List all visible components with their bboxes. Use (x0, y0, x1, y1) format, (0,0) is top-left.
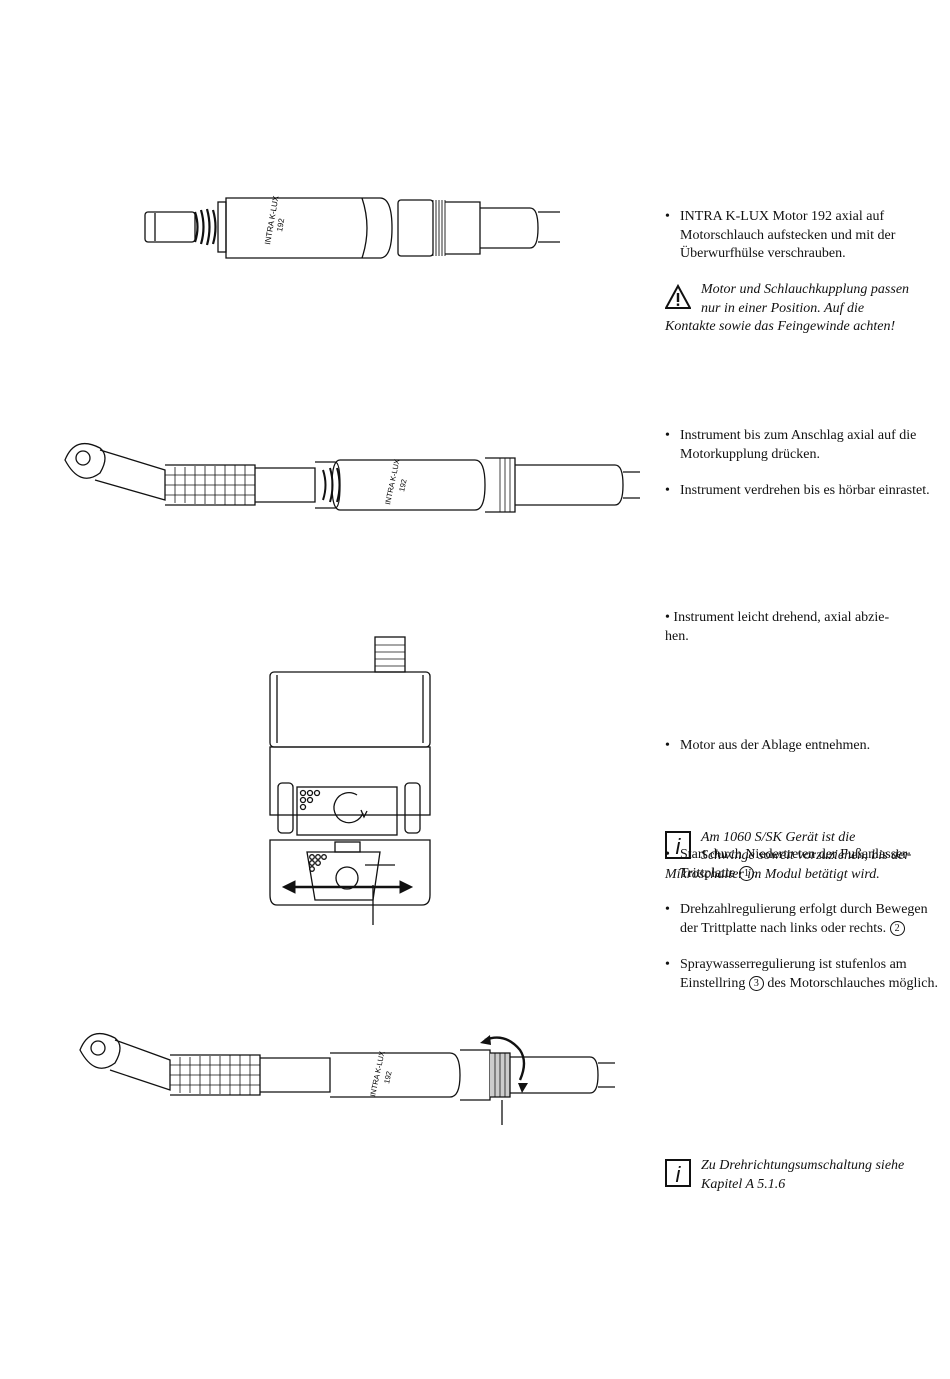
step-4: • Motor aus der Ablage entnehmen. (665, 737, 945, 756)
assembled-instrument-illustration: INTRA K-LUX 192 (79, 1032, 615, 1125)
bullet-marker: • (665, 847, 670, 862)
instruction-text-column: • INTRA K-LUX Motor 192 axial auf Motors… (665, 0, 950, 1192)
bullet-marker: • (665, 483, 670, 498)
info-icon: i (665, 830, 691, 859)
warning-icon (665, 283, 691, 309)
step-1: • INTRA K-LUX Motor 192 axial auf Motors… (665, 208, 945, 264)
info-note-2: i Zu Drehrichtungsumschaltung siehe Kapi… (665, 1157, 945, 1194)
bullet-marker: • (665, 610, 670, 625)
marker-2: 2 (889, 920, 905, 936)
bullet-text: Instrument verdrehen bis es hörbar einra… (680, 483, 930, 498)
bullet-marker: • (665, 902, 670, 917)
motor-label-model: 192 (275, 217, 286, 232)
note-line-1: Am 1060 S/SK Gerät ist die (701, 829, 856, 845)
note-line-3: Mikroschalter im Modul betätigt wird. (665, 866, 880, 882)
note-line-1: Motor und Schlauchkupplung passen (701, 282, 910, 297)
bullet-marker: • (665, 428, 670, 443)
bullet-text: Motor aus der Ablage entnehmen. (680, 738, 871, 753)
bullet-text: INTRA K-LUX Motor 192 axial auf Motorsch… (680, 209, 896, 261)
list-item: • Drehzahlregulierung erfolgt durch Bewe… (665, 901, 945, 938)
bullet-text: Start durch Niedertreten der Fußanlasser… (680, 847, 912, 881)
list-item: • Motor aus der Ablage entnehmen. (665, 737, 945, 756)
bullet-suffix: . (754, 865, 758, 881)
step-2: • Instrument bis zum Anschlag axial auf … (665, 427, 945, 501)
motor-label-model-2: 192 (397, 478, 408, 492)
marker-1: 1 (739, 865, 754, 881)
svg-text:i: i (676, 1162, 682, 1187)
bullet-marker: • (665, 209, 670, 224)
bullet-text-continued: hen. (665, 628, 689, 644)
control-module-illustration (269, 636, 431, 925)
note-line-2: nur in einer Position. Auf die (701, 300, 865, 316)
bullet-text: Drehzahlregulierung erfolgt durch Bewege… (680, 902, 928, 936)
svg-text:i: i (676, 834, 682, 859)
bullet-text-continued: des Motorschlauches möglich. (767, 975, 939, 991)
note-line-1: Zu Drehrichtungsumschaltung siehe (701, 1158, 905, 1173)
marker-3: 3 (748, 975, 764, 991)
step-3: • Instrument leicht drehend, axial abzie… (665, 609, 945, 646)
warning-note: Motor und Schlauchkupplung passen nur in… (665, 281, 945, 337)
list-item: • Start durch Niedertreten der Fußanlass… (665, 846, 945, 883)
note-line-2: Kapitel A 5.1.6 (701, 1176, 786, 1192)
info-note: i Am 1060 S/SK Gerät ist die Schwinge so… (665, 829, 945, 885)
bullet-text: Instrument bis zum Anschlag axial auf di… (680, 428, 917, 462)
note-line-3: Kontakte sowie das Feingewinde achten! (665, 319, 896, 334)
info-icon: i (665, 1159, 691, 1187)
list-item: • Instrument bis zum Anschlag axial auf … (665, 427, 945, 464)
list-item: • Instrument verdrehen bis es hörbar ein… (665, 482, 945, 501)
bullet-text: Spraywasserregulierung ist stufenlos am … (680, 957, 907, 991)
bullet-marker: • (665, 957, 670, 972)
bullet-marker: • (665, 738, 670, 753)
note-line-2: Schwinge soweit vorzuziehen, bis der (701, 848, 910, 863)
list-item: • Spraywasserregulierung ist stufenlos a… (665, 956, 945, 993)
list-item: • INTRA K-LUX Motor 192 axial auf Motors… (665, 208, 945, 264)
step-5: • Start durch Niedertreten der Fußanlass… (665, 846, 945, 993)
bullet-text: Instrument leicht drehend, axial abzie- (673, 610, 890, 625)
motor-hose-illustration: INTRA K-LUX 192 (144, 195, 560, 259)
instrument-motor-illustration: INTRA K-LUX 192 (64, 442, 640, 513)
motor-label-model-3: 192 (382, 1070, 393, 1084)
list-item: • Instrument leicht drehend, axial abzie… (665, 609, 945, 646)
